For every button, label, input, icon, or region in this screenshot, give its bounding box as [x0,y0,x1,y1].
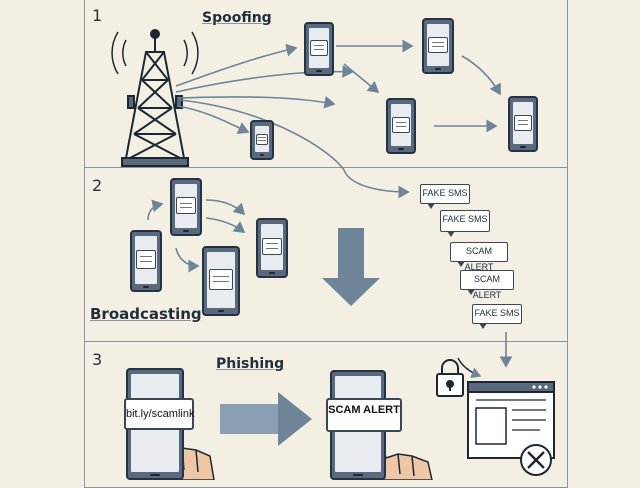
spoofing-arrows [175,39,501,199]
cell-tower-icon [111,29,199,167]
smartphone-icon [304,22,334,76]
big-right-arrow [220,392,312,446]
close-circle-icon [520,444,552,476]
padlock-icon [436,359,464,397]
big-down-arrow [322,228,380,306]
message-bubble-icon [208,268,234,290]
panel-divider-2 [84,341,568,342]
smartphone-icon [386,98,416,154]
panel-divider-1 [84,167,568,168]
message-bubble-icon [136,250,156,269]
panel-title-broadcasting: Broadcasting [90,305,202,323]
message-bubble-icon [514,114,532,131]
panel-title-spoofing: Spoofing [202,10,272,26]
message-bubble-icon [310,40,328,56]
smartphone-icon [130,230,162,292]
smartphone-icon [422,18,454,74]
panel-number-2: 2 [92,176,103,195]
smartphone-icon [250,120,274,160]
smartphone-icon [202,246,240,316]
smartphone-icon [508,96,538,152]
scam-alert-bubble: SCAM ALERT [460,270,514,300]
message-bubble-icon [262,237,282,256]
fake-sms-bubble: FAKE SMS [440,210,490,237]
message-bubble-icon [428,36,448,53]
smartphone-icon [170,178,202,236]
panel-title-phishing: Phishing [216,356,285,372]
fake-sms-bubble: FAKE SMS [420,184,470,209]
broadcasting-arrows [147,199,246,273]
message-bubble-icon [255,133,269,145]
panel-number-3: 3 [92,350,103,369]
panel-number-1: 1 [92,6,103,25]
message-bubble-icon [392,116,410,133]
scam-alert-bubble: SCAM ALERT [450,242,508,272]
phishing-link-bubble[interactable]: bit.ly/scamlink [124,398,194,430]
fake-sms-bubble: FAKE SMS [472,304,522,329]
scam-alert-popup: SCAM ALERT [326,398,402,432]
smartphone-icon [256,218,288,278]
message-bubble-icon [176,197,196,215]
